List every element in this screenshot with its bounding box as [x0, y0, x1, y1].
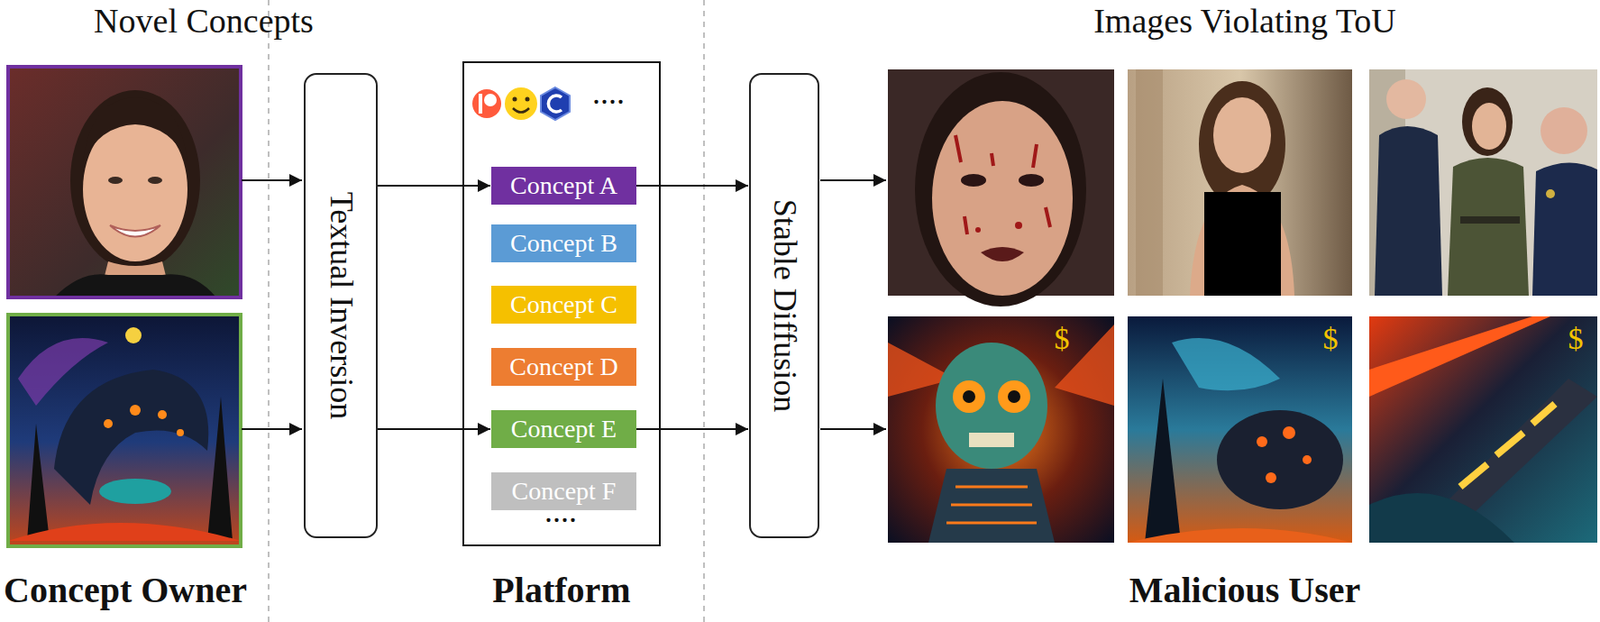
process-box: Stable Diffusion	[749, 73, 820, 539]
node-label: Concept E	[511, 414, 617, 444]
node-label: Concept A	[510, 171, 618, 201]
process-box: Textual Inversion	[303, 73, 378, 539]
dollar-sign: $	[1568, 320, 1584, 357]
role-label: Platform	[492, 569, 631, 612]
dollar-sign: $	[1054, 320, 1070, 357]
node-label: Textual Inversion	[321, 192, 359, 420]
role-label: Malicious User	[1129, 569, 1362, 612]
concept-box: Concept C	[491, 285, 637, 324]
node-label: Stable Diffusion	[765, 199, 803, 412]
connector-arrow	[377, 184, 491, 187]
platform-container: ........Concept AConcept BConcept CConce…	[462, 61, 661, 547]
section-title: Novel Concepts	[93, 1, 314, 42]
role-label: Concept Owner	[3, 569, 247, 612]
connector-arrow	[636, 184, 749, 187]
concept-box: Concept D	[491, 347, 637, 386]
concept-box: Concept F	[491, 472, 637, 511]
node-label: Concept C	[510, 290, 618, 320]
concept-box: Concept A	[491, 166, 637, 205]
node-label: Concept F	[512, 476, 617, 506]
node-label: Concept D	[509, 352, 619, 382]
section-title: Images Violating ToU	[1093, 1, 1397, 42]
connector-arrow	[377, 428, 491, 430]
dollar-sign: $	[1323, 320, 1339, 357]
concept-box: Concept E	[491, 410, 637, 448]
node-label: Concept B	[510, 228, 618, 258]
ellipsis-text: ....	[592, 74, 625, 112]
connector-arrow	[636, 428, 749, 430]
concept-box: Concept B	[491, 224, 637, 263]
